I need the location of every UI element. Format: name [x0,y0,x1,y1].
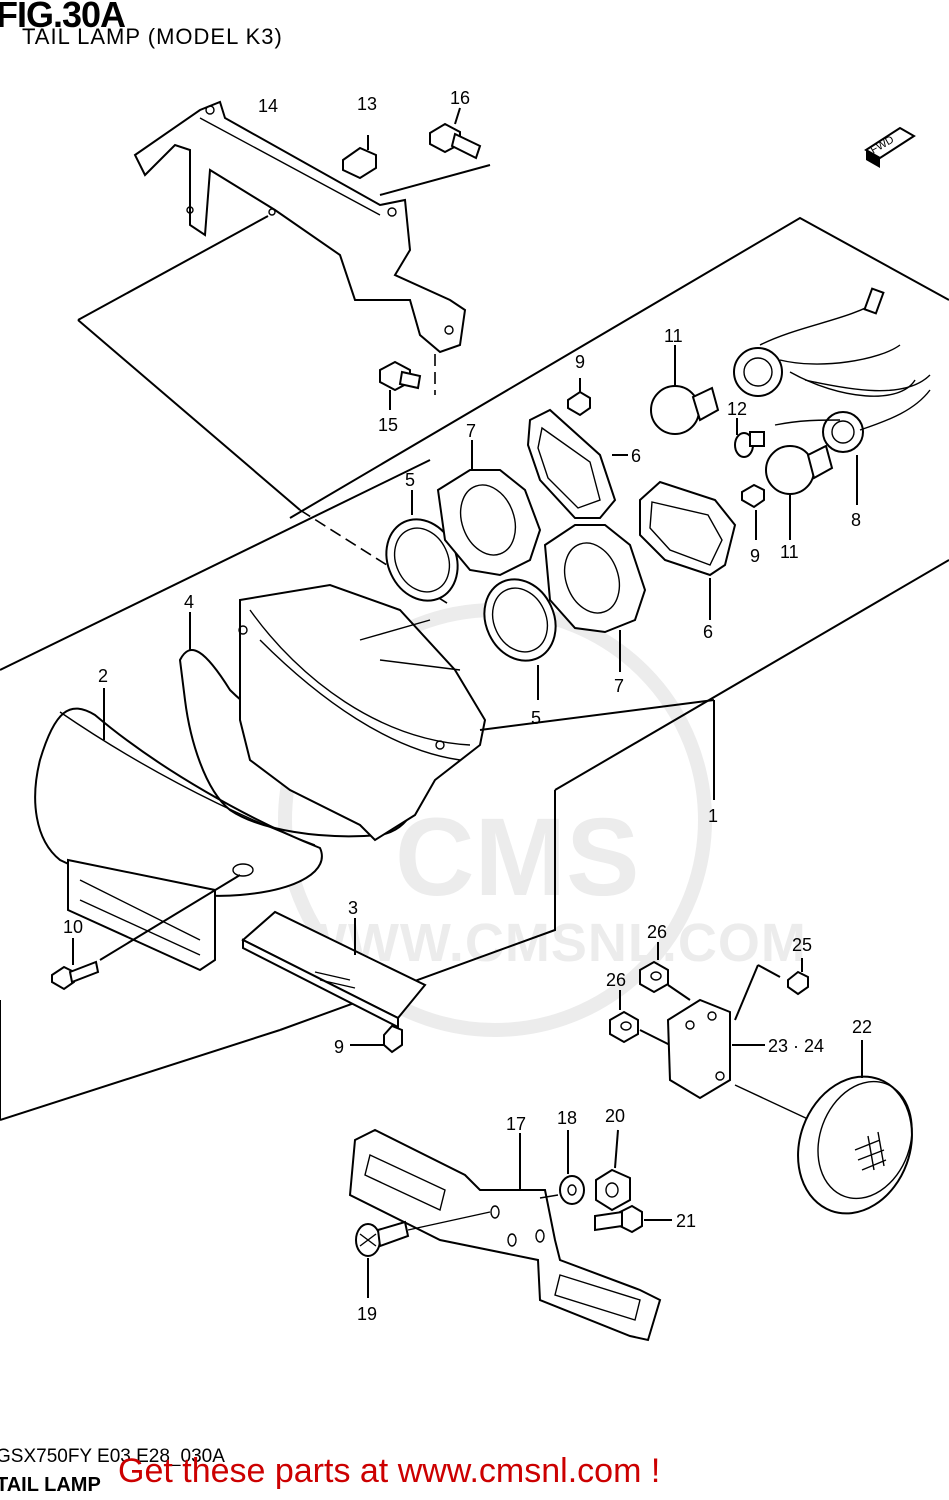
callout-4: 4 [184,592,194,612]
callout-5-lower: 5 [531,708,541,728]
callout-12: 12 [727,399,747,419]
callout-7-upper: 7 [466,421,476,441]
part-21-bolt [594,1204,672,1234]
callout-6-lower: 6 [703,622,713,642]
callout-15: 15 [378,415,398,435]
callout-18: 18 [557,1108,577,1128]
part-9-screw-middle [741,483,765,540]
part-11-bulb-lower [765,444,834,540]
part-2-lens [34,688,323,972]
callout-23-24: 23 · 24 [768,1036,824,1056]
callout-26-upper: 26 [647,922,667,942]
part-26-nut-lower [609,990,671,1046]
callout-9-middle: 9 [750,546,760,566]
callout-3: 3 [348,898,358,918]
part-11-bulb-upper [650,345,720,435]
part-6-gasket-lower [639,480,737,620]
part-6-gasket-upper [526,408,628,519]
part-17-plate-bracket [348,1128,662,1342]
part-12-bulb [734,418,765,458]
callout-14: 14 [258,96,278,116]
callout-16: 16 [450,88,470,108]
callout-9-lower: 9 [334,1037,344,1057]
watermark-logo: CMS [395,796,639,919]
callout-7-lower: 7 [614,676,624,696]
part-7-reflector-upper [436,440,542,577]
callout-20: 20 [605,1106,625,1126]
callout-25: 25 [792,935,812,955]
part-25-screw [734,958,809,1021]
callout-21: 21 [676,1211,696,1231]
callout-labels: 1 2 3 4 5 5 6 6 7 7 8 9 9 9 10 11 11 12 … [63,88,872,1324]
part-15-bolt [379,360,422,410]
figure-title: FIG.30A [0,0,126,35]
callout-9-upper: 9 [575,352,585,372]
figure-code: GSX750FY E03 E28_030A [0,1446,225,1467]
callout-6-upper: 6 [631,446,641,466]
part-13-bolt [342,135,377,180]
part-5-socket-ring-lower [483,578,557,700]
fwd-arrow-badge: FWD [864,126,916,168]
part-16-bolt [429,107,482,160]
part-7-reflector-lower [543,524,647,672]
part-19-screw [355,1211,491,1298]
part-18-washer [539,1130,585,1205]
callout-2: 2 [98,666,108,686]
figure-name: TAIL LAMP [0,1474,101,1496]
part-1-housing [238,583,715,842]
promo-link[interactable]: Get these parts at www.cmsnl.com ! [118,1452,661,1490]
callout-13: 13 [357,94,377,114]
callout-11-upper: 11 [664,326,683,346]
part-10-screw [51,874,241,991]
part-8-socket-harness [733,287,931,505]
callout-19: 19 [357,1304,377,1324]
part-22-reflector [797,1040,913,1215]
callout-8: 8 [851,510,861,530]
callout-1: 1 [708,806,718,826]
callout-22: 22 [852,1017,872,1037]
callout-17: 17 [506,1114,526,1134]
part-26-nut-upper [639,942,691,1001]
figure-subtitle: TAIL LAMP (MODEL K3) [22,24,283,49]
part-20-nut [595,1129,631,1212]
part-9-screw-upper [567,378,591,417]
part-9-screw-lower [350,1024,403,1054]
callout-11-lower: 11 [780,542,799,562]
assembly-outline [0,135,949,1121]
part-23-24-bracket [666,998,811,1121]
part-3-license-light [241,910,427,1029]
callout-26-lower: 26 [606,970,626,990]
callout-5-upper: 5 [405,470,415,490]
part-14-bracket [133,100,467,354]
callout-10: 10 [63,917,83,937]
